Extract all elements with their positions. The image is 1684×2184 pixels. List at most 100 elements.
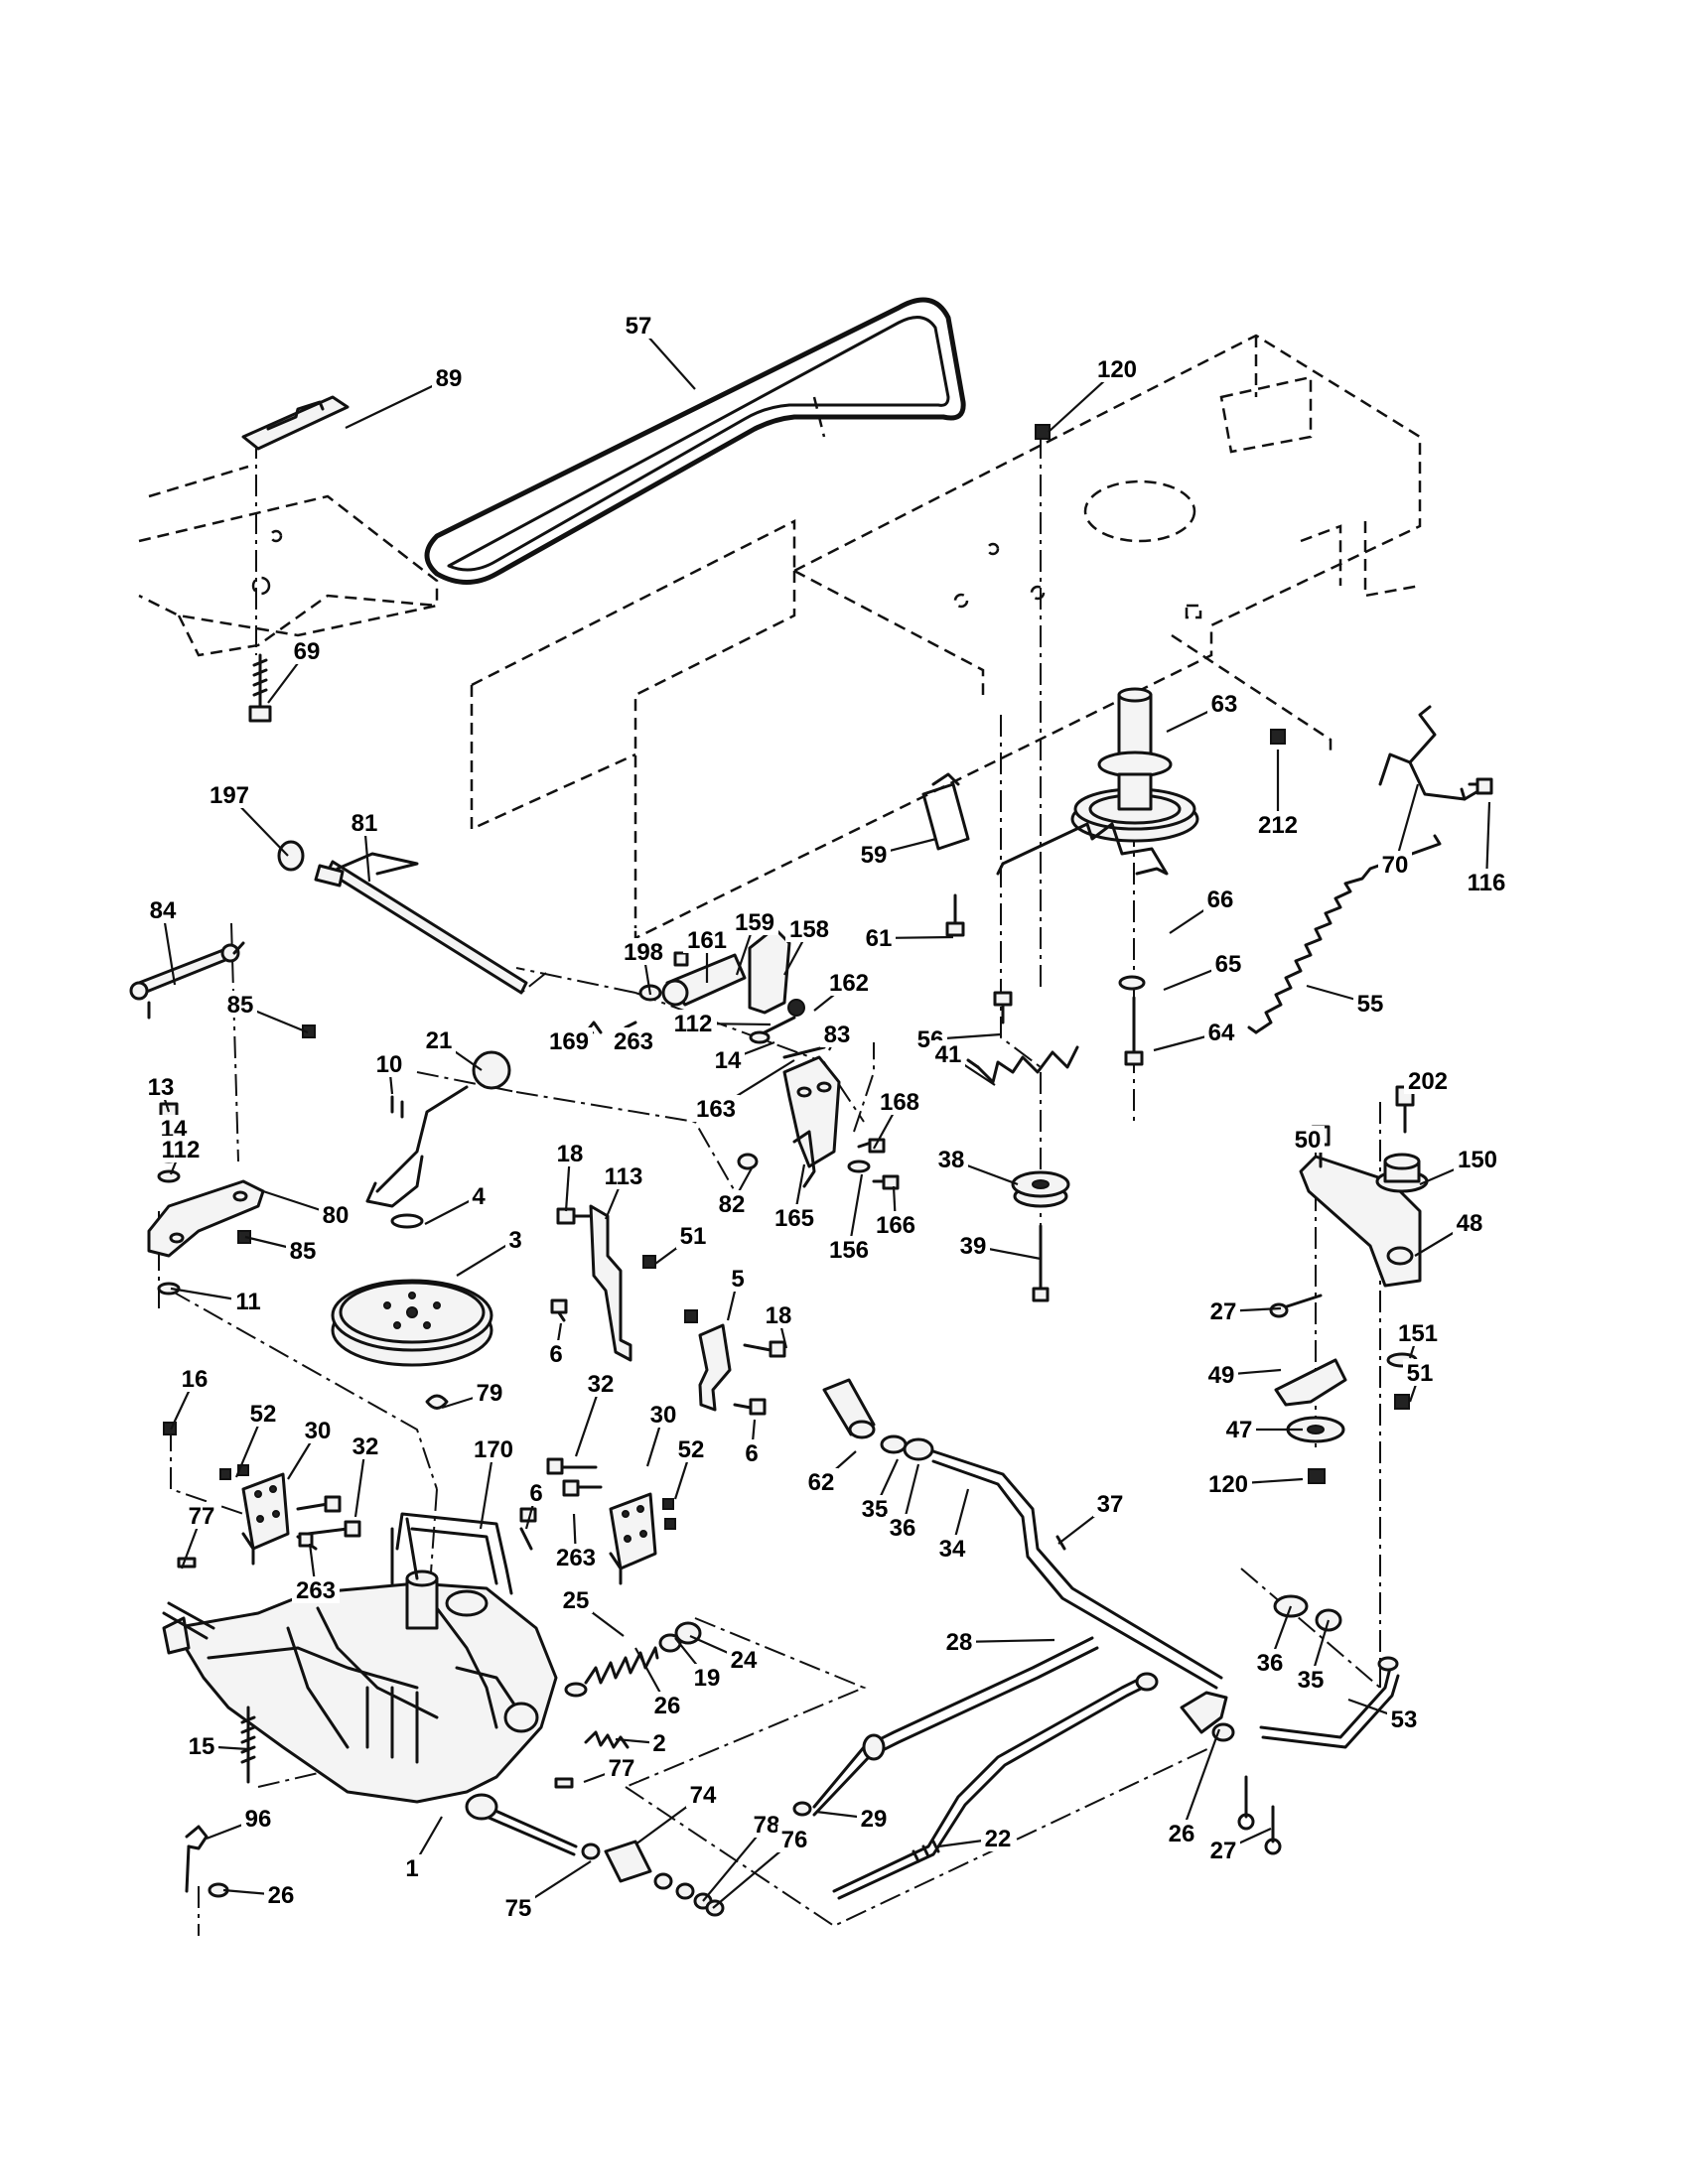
callout-bg-50	[1291, 1126, 1325, 1153]
callout-label-62: 62	[808, 1469, 835, 1496]
callout-label-27: 27	[1210, 1298, 1237, 1325]
callout-label-263c: 263	[296, 1577, 336, 1604]
callout-bg-27b	[1206, 1837, 1240, 1863]
callout-bg-74	[686, 1781, 720, 1808]
callout-bg-36	[886, 1514, 919, 1541]
callout-bg-65	[1211, 950, 1245, 977]
callout-bg-166	[872, 1211, 919, 1238]
callout-bg-32b	[349, 1433, 382, 1459]
callout-bg-30b	[301, 1417, 335, 1443]
callout-label-21: 21	[426, 1027, 453, 1054]
callout-bg-25	[559, 1586, 593, 1613]
callout-bg-51b	[1403, 1359, 1437, 1386]
callout-bg-39	[956, 1232, 990, 1259]
callout-label-50: 50	[1295, 1127, 1322, 1154]
callout-label-26: 26	[654, 1693, 681, 1719]
callout-bg-16	[178, 1365, 211, 1392]
callout-label-37: 37	[1097, 1491, 1124, 1518]
callout-bg-113	[600, 1162, 647, 1189]
rod-28	[792, 1636, 1099, 1817]
callout-label-6c: 6	[529, 1480, 542, 1507]
callout-bg-52b	[674, 1435, 708, 1462]
callout-bg-55	[1353, 990, 1387, 1017]
bracket-30-right	[546, 1457, 676, 1585]
callout-label-202: 202	[1408, 1068, 1448, 1095]
callout-bg-169	[545, 1027, 593, 1054]
callout-label-66: 66	[1207, 887, 1234, 913]
callout-label-169: 169	[549, 1028, 589, 1055]
bracket-26-27	[1180, 1691, 1282, 1855]
callout-bg-28	[942, 1628, 976, 1655]
callout-label-120: 120	[1097, 356, 1137, 383]
callout-bg-76	[777, 1826, 811, 1852]
lever-8	[365, 1050, 511, 1208]
callout-bg-161	[683, 926, 731, 953]
idler-38	[1011, 1170, 1070, 1302]
callout-bg-82	[715, 1190, 749, 1217]
bolts-center	[945, 893, 1146, 1066]
frame-holes	[251, 529, 1202, 619]
callout-bg-21	[422, 1026, 456, 1053]
bracket-49	[1274, 1358, 1347, 1443]
callout-bg-151	[1394, 1319, 1442, 1346]
callout-bg-80	[319, 1201, 352, 1228]
callout-bg-37	[1093, 1490, 1127, 1517]
callout-bg-15	[185, 1732, 218, 1759]
callout-label-69: 69	[294, 638, 321, 665]
callout-bg-6	[546, 1340, 566, 1367]
bracket-5	[684, 1309, 786, 1416]
callout-label-65: 65	[1215, 951, 1242, 978]
small-nuts	[1035, 424, 1326, 1484]
callout-bg-2	[649, 1729, 669, 1756]
callout-bg-66	[1203, 886, 1237, 912]
callout-bg-96	[241, 1805, 275, 1832]
callout-label-6: 6	[549, 1341, 562, 1368]
callout-bg-18	[553, 1140, 587, 1166]
callout-bg-4	[469, 1182, 489, 1209]
callout-bg-24	[727, 1646, 761, 1673]
callout-label-52b: 52	[678, 1436, 705, 1463]
callout-label-162: 162	[829, 970, 869, 997]
callout-label-82: 82	[719, 1191, 746, 1218]
callout-bg-162	[825, 969, 873, 996]
axle-hardware	[581, 1840, 725, 1917]
callout-label-55: 55	[1357, 991, 1384, 1018]
callout-leader-26b	[1180, 1728, 1221, 1835]
callout-bg-263b	[552, 1544, 600, 1570]
wire-170	[395, 1507, 537, 1595]
callout-bg-30	[646, 1401, 680, 1428]
callout-label-29: 29	[861, 1806, 888, 1833]
callout-bg-49	[1204, 1361, 1238, 1388]
nut-51-right	[1394, 1394, 1410, 1410]
callout-bg-198	[620, 938, 667, 965]
callout-label-47: 47	[1226, 1417, 1253, 1443]
callout-bg-13	[144, 1073, 178, 1100]
callout-label-10: 10	[376, 1051, 403, 1078]
callout-bg-77	[185, 1502, 218, 1529]
shaft-34	[822, 1378, 1223, 1690]
bracket-48	[1299, 1085, 1429, 1288]
bracket-30-left	[219, 1464, 361, 1566]
callout-label-11: 11	[235, 1289, 260, 1315]
callout-leader-170	[479, 1448, 495, 1530]
callout-label-163: 163	[696, 1096, 736, 1123]
callout-label-18: 18	[557, 1141, 584, 1167]
callout-label-151: 151	[1398, 1320, 1438, 1347]
key-77b	[554, 1777, 574, 1789]
callout-bg-77b	[605, 1754, 638, 1781]
callout-label-150: 150	[1458, 1147, 1497, 1173]
callout-bg-150	[1454, 1146, 1501, 1172]
callout-label-26c: 26	[268, 1882, 295, 1909]
transaxle	[162, 1517, 578, 1856]
callout-label-81: 81	[351, 810, 378, 837]
callout-label-15: 15	[189, 1733, 215, 1760]
callout-label-263b: 263	[556, 1545, 596, 1571]
callout-label-27b: 27	[1210, 1838, 1237, 1864]
callout-label-24: 24	[731, 1647, 758, 1674]
callout-bg-62	[804, 1468, 838, 1495]
callout-label-76: 76	[781, 1827, 808, 1853]
callout-bg-64	[1204, 1019, 1238, 1045]
callout-bg-36b	[1253, 1649, 1287, 1676]
callout-label-28: 28	[946, 1629, 973, 1656]
